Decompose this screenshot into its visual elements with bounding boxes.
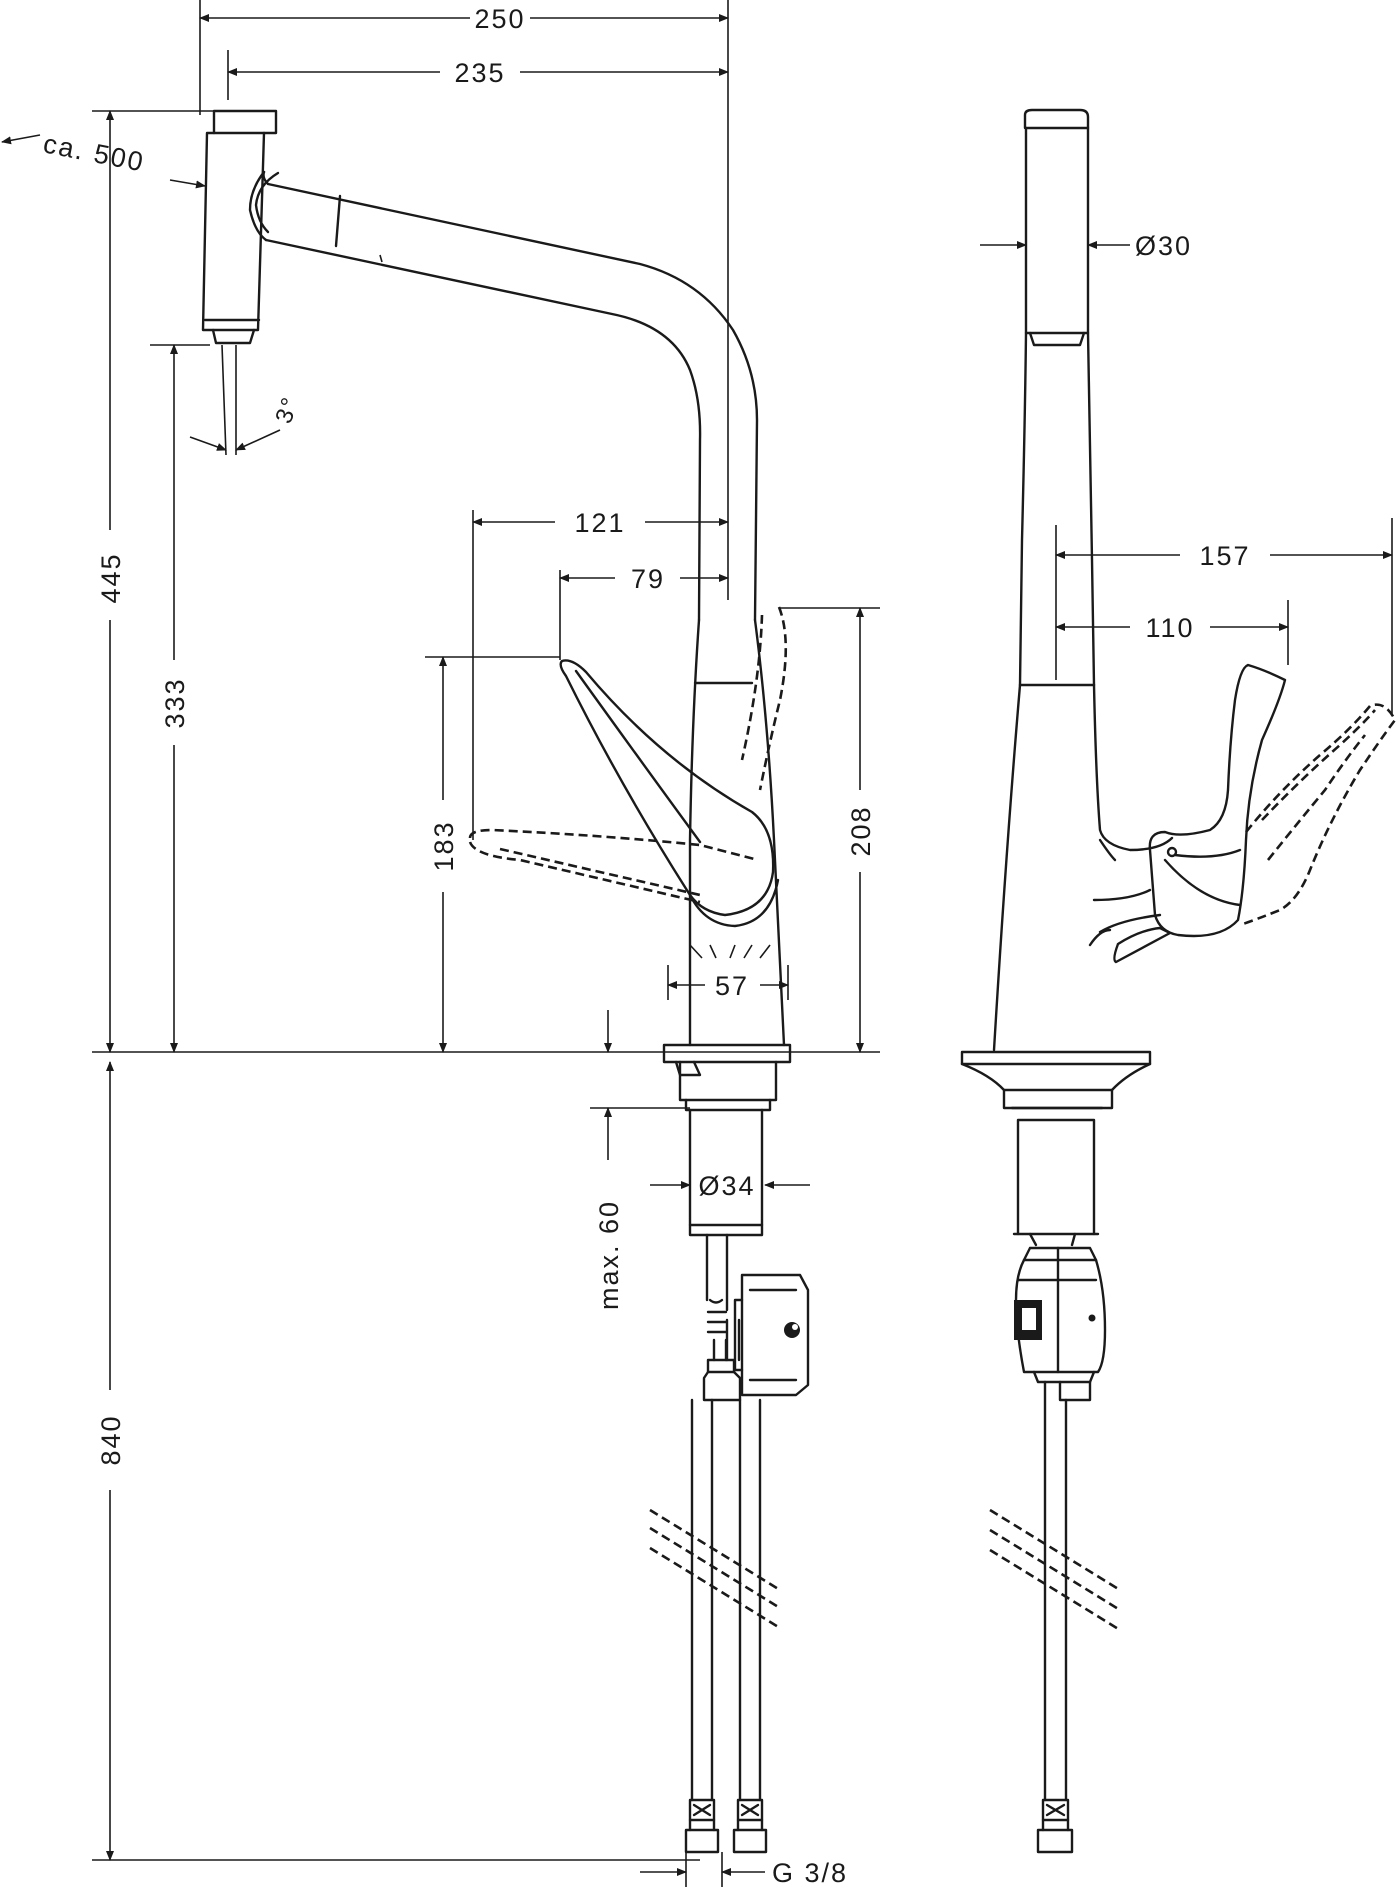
hose-fittings-front	[684, 1798, 768, 1854]
front-base	[662, 1043, 792, 1064]
supply-hose-long-left	[690, 1398, 714, 1802]
dim-110: 110	[1145, 613, 1194, 643]
faucet-body	[688, 618, 701, 1047]
dim-diameter-30: Ø30	[1135, 231, 1192, 261]
side-hose	[1043, 1380, 1068, 1802]
lever-alt-position	[468, 828, 759, 862]
side-base	[960, 1050, 1152, 1066]
dim-max-60: max. 60	[594, 1200, 624, 1310]
dim-ca-500: ca. 500	[41, 128, 147, 177]
dimension-labels: 250 235 ca. 500 445 333 3° 121 79 183 20…	[41, 4, 1250, 1887]
dim-445: 445	[96, 552, 126, 603]
dim-235: 235	[454, 58, 505, 88]
side-view	[960, 108, 1397, 1854]
valve-box	[740, 1273, 810, 1397]
supply-hose-left	[705, 1233, 729, 1312]
side-lever-alt-position	[1239, 703, 1397, 927]
spout-arm	[262, 170, 759, 622]
dim-840: 840	[96, 1414, 126, 1465]
side-body	[992, 683, 1022, 1052]
dim-250: 250	[474, 4, 525, 34]
side-lever	[1148, 663, 1287, 938]
dim-diameter-34: Ø34	[698, 1171, 755, 1201]
dim-333: 333	[160, 677, 190, 728]
dim-57: 57	[715, 971, 749, 1001]
hose-fitting-side	[1036, 1798, 1074, 1854]
dim-121: 121	[574, 508, 625, 538]
spout-head	[212, 109, 278, 135]
side-valve	[1014, 1258, 1107, 1374]
dim-g-3-8: G 3/8	[772, 1858, 848, 1887]
dim-79: 79	[631, 564, 665, 594]
lever	[559, 659, 775, 917]
side-spout-head	[1023, 108, 1090, 130]
dim-157: 157	[1199, 541, 1250, 571]
front-view	[201, 109, 810, 1854]
dim-183: 183	[429, 820, 459, 871]
dim-208: 208	[846, 805, 876, 856]
dim-3-degree: 3°	[270, 392, 305, 427]
